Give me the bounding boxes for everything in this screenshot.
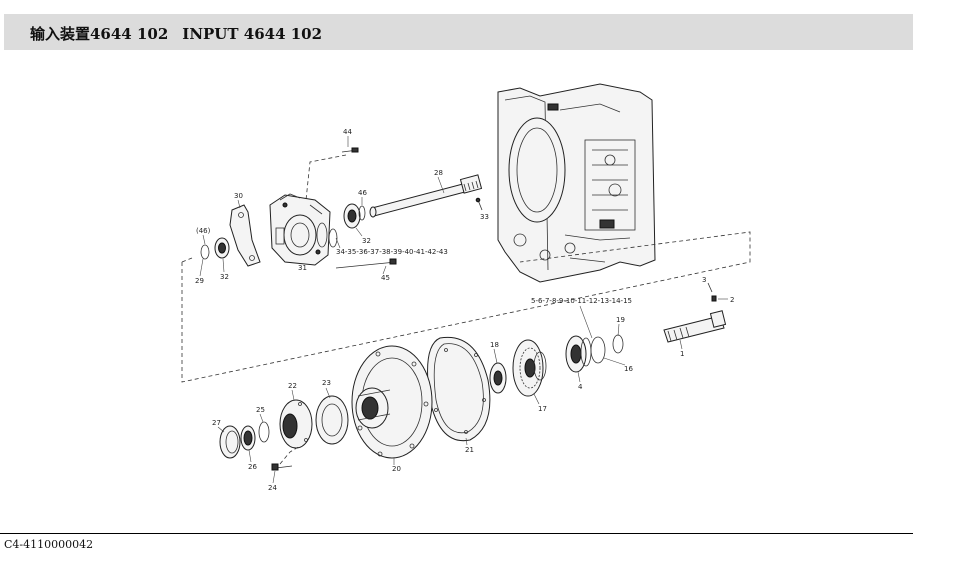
label-23: 23: [322, 379, 331, 387]
ring-19: [612, 334, 624, 354]
bearing-18: [489, 362, 507, 394]
gasket-23: [315, 395, 349, 445]
output-shaft-1: [663, 310, 727, 343]
label-24: 24: [268, 484, 277, 492]
flange-22: [279, 399, 313, 449]
ring-25: [258, 421, 270, 443]
page-header: 输入装置4644 102 INPUT 4644 102: [4, 14, 913, 50]
label-17: 17: [538, 405, 547, 413]
label-45: 45: [381, 274, 390, 282]
document-code: C4-4110000042: [4, 538, 94, 551]
gear-17: [512, 339, 547, 397]
label-4: 4: [578, 383, 583, 391]
flange-housing-20: [351, 345, 433, 459]
seal-26: [240, 425, 256, 451]
transmission-housing: [497, 83, 656, 283]
gasket-21: [427, 336, 491, 442]
label-31: 31: [298, 264, 307, 272]
page-title: 输入装置4644 102 INPUT 4644 102: [30, 23, 322, 44]
label-46: 46: [358, 189, 367, 197]
label-34-43: 34-35-36-37-38-39-40-41-42-43: [336, 248, 448, 256]
ring-16: [590, 336, 606, 364]
label-5-15: 5-6-7-8-9-10-11-12-13-14-15: [531, 297, 632, 305]
label-22: 22: [288, 382, 297, 390]
label-3: 3: [702, 276, 706, 284]
label-46-paren: (46): [196, 227, 211, 235]
bearing-32-upper: [343, 203, 366, 229]
bearing-4: [565, 335, 592, 373]
label-32-lower: 32: [220, 273, 229, 281]
title-english: INPUT 4644 102: [182, 25, 323, 43]
cover-plate-30: [229, 204, 261, 267]
bearing-32-lower: [214, 237, 230, 259]
exploded-parts-diagram: 28 33 46 32 44 31 34-35-36-37-38-39-40-4…: [181, 83, 751, 492]
title-chinese: 输入装置4644 102: [30, 25, 169, 43]
label-25: 25: [256, 406, 265, 414]
label-30: 30: [234, 192, 243, 200]
label-18: 18: [490, 341, 499, 349]
ring-27: [219, 425, 241, 459]
label-28: 28: [434, 169, 443, 177]
label-27: 27: [212, 419, 221, 427]
label-2: 2: [730, 296, 734, 304]
label-20: 20: [392, 465, 401, 473]
label-19: 19: [616, 316, 625, 324]
label-16: 16: [624, 365, 633, 373]
pump-housing-31: [269, 193, 331, 266]
label-1: 1: [680, 350, 684, 358]
label-29: 29: [195, 277, 204, 285]
label-32-upper: 32: [362, 237, 371, 245]
label-26: 26: [248, 463, 257, 471]
label-33: 33: [480, 213, 489, 221]
footer-divider: [0, 533, 913, 534]
input-shaft-28: [369, 174, 483, 218]
label-44: 44: [343, 128, 352, 136]
label-21: 21: [465, 446, 474, 454]
